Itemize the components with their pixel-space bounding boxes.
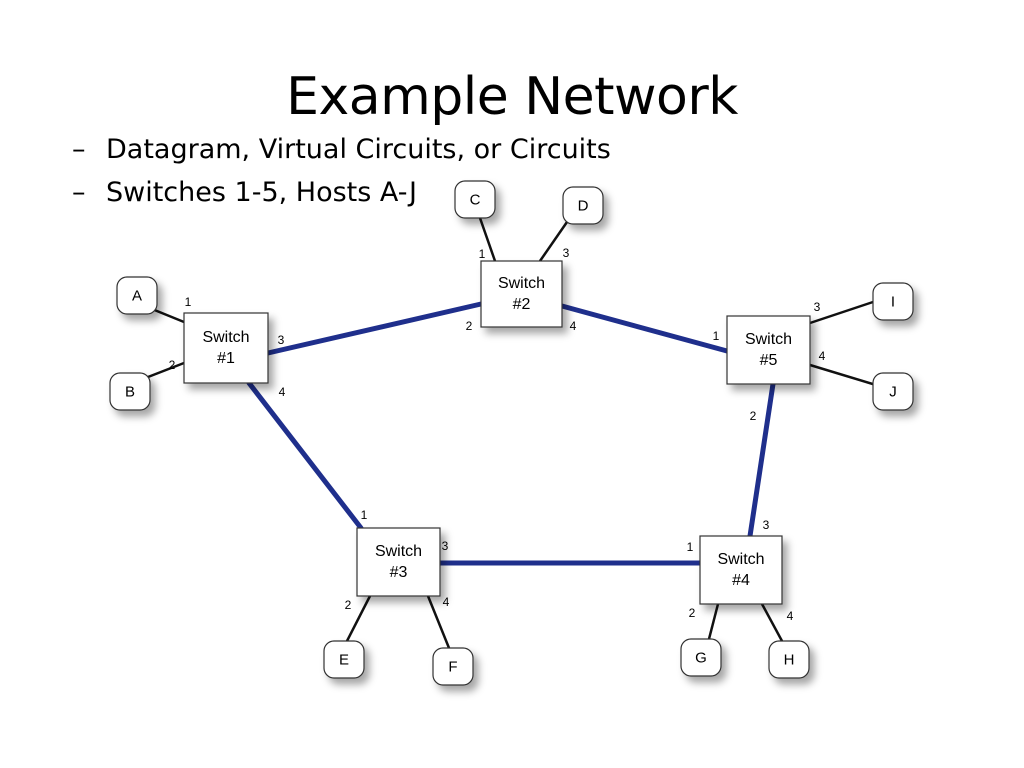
host-link-i bbox=[809, 299, 877, 325]
switch-node-s4: Switch #4 bbox=[699, 535, 783, 605]
host-label: A bbox=[132, 287, 142, 304]
trunk-link-s1-s2 bbox=[265, 301, 484, 356]
port-label-s3-3: 3 bbox=[442, 539, 449, 553]
port-label-s4-1: 1 bbox=[687, 540, 694, 554]
host-box bbox=[116, 276, 158, 315]
host-box bbox=[872, 372, 914, 411]
host-box bbox=[872, 282, 914, 321]
host-box bbox=[768, 640, 810, 679]
port-label-s5-2: 2 bbox=[750, 409, 757, 423]
host-box bbox=[562, 186, 604, 225]
host-link-f bbox=[426, 595, 451, 649]
host-label: H bbox=[784, 651, 795, 668]
host-link-d bbox=[538, 221, 569, 262]
host-node-e: E bbox=[323, 640, 365, 679]
switch-box bbox=[726, 315, 811, 385]
switch-node-s5: Switch #5 bbox=[726, 315, 811, 385]
ports-layer: 3 2 4 1 4 1 3 1 2 3 1 2 1 3 2 4 2 4 3 4 bbox=[169, 246, 826, 623]
port-label-s4-2: 2 bbox=[689, 606, 696, 620]
switch-node-s2: Switch #2 bbox=[480, 260, 563, 328]
bullet-dash: – bbox=[72, 134, 86, 165]
host-link-b bbox=[147, 361, 185, 379]
host-label: F bbox=[448, 658, 457, 675]
switch-label: Switch bbox=[498, 275, 545, 292]
switch-box bbox=[480, 260, 563, 328]
switch-box bbox=[183, 312, 269, 384]
host-box bbox=[432, 647, 474, 686]
switch-label: #5 bbox=[760, 352, 778, 369]
host-link-h bbox=[760, 603, 784, 642]
host-node-i: I bbox=[872, 282, 914, 321]
port-label-s3-4: 4 bbox=[443, 595, 450, 609]
slide-title: Example Network bbox=[286, 67, 738, 127]
switch-box bbox=[699, 535, 783, 605]
host-node-j: J bbox=[872, 372, 914, 411]
host-box bbox=[109, 372, 151, 411]
port-label-s1-2: 2 bbox=[169, 358, 176, 372]
port-label-s3-2: 2 bbox=[345, 598, 352, 612]
host-box bbox=[680, 638, 722, 677]
host-node-b: B bbox=[109, 372, 151, 411]
port-label-s2-4: 4 bbox=[570, 319, 577, 333]
switch-label: Switch bbox=[375, 543, 422, 560]
host-label: C bbox=[470, 191, 481, 208]
switch-label: Switch bbox=[202, 329, 249, 346]
host-link-a bbox=[151, 307, 185, 324]
port-label-s1-3: 3 bbox=[278, 333, 285, 347]
port-label-s4-4: 4 bbox=[787, 609, 794, 623]
bullet-text: Switches 1-5, Hosts A-J bbox=[106, 177, 418, 208]
host-label: G bbox=[695, 649, 707, 666]
trunk-link-s2-s5 bbox=[559, 303, 730, 354]
port-label-s5-3: 3 bbox=[814, 300, 821, 314]
bullet-item: –Switches 1-5, Hosts A-J bbox=[72, 176, 417, 210]
switch-label: #4 bbox=[732, 572, 750, 589]
port-label-s2-2: 2 bbox=[466, 319, 473, 333]
nodes-layer: Switch#1Switch#2Switch#3Switch#4Switch#5… bbox=[109, 180, 914, 686]
port-label-s1-4: 4 bbox=[279, 385, 286, 399]
port-label-s2-1: 1 bbox=[479, 247, 486, 261]
host-link-j bbox=[809, 363, 877, 387]
port-label-s5-4: 4 bbox=[819, 349, 826, 363]
host-label: D bbox=[578, 197, 589, 214]
switch-label: #2 bbox=[513, 296, 531, 313]
host-node-g: G bbox=[680, 638, 722, 677]
host-node-f: F bbox=[432, 647, 474, 686]
trunk-link-s5-s4 bbox=[747, 381, 776, 539]
switch-node-s3: Switch #3 bbox=[356, 527, 441, 597]
host-link-g bbox=[707, 603, 720, 640]
host-link-e bbox=[345, 595, 372, 642]
host-node-h: H bbox=[768, 640, 810, 679]
host-box bbox=[454, 180, 496, 219]
host-link-c bbox=[478, 217, 497, 262]
links-layer bbox=[147, 217, 877, 649]
port-label-s4-3: 3 bbox=[763, 518, 770, 532]
switch-label: Switch bbox=[717, 551, 764, 568]
bullet-item: –Datagram, Virtual Circuits, or Circuits bbox=[72, 133, 611, 167]
switch-label: #1 bbox=[217, 350, 235, 367]
switch-box bbox=[356, 527, 441, 597]
host-node-a: A bbox=[116, 276, 158, 315]
switch-label: Switch bbox=[745, 331, 792, 348]
bullet-dash: – bbox=[72, 177, 86, 208]
host-node-d: D bbox=[562, 186, 604, 225]
switch-label: #3 bbox=[390, 564, 408, 581]
host-label: I bbox=[891, 293, 895, 310]
bullet-text: Datagram, Virtual Circuits, or Circuits bbox=[106, 134, 611, 165]
port-label-s3-1: 1 bbox=[361, 508, 368, 522]
port-label-s1-1: 1 bbox=[185, 295, 192, 309]
host-label: B bbox=[125, 383, 135, 400]
port-label-s2-3: 3 bbox=[563, 246, 570, 260]
port-label-s5-1: 1 bbox=[713, 329, 720, 343]
trunk-link-s1-s3 bbox=[246, 380, 364, 531]
switch-node-s1: Switch #1 bbox=[183, 312, 269, 384]
host-label: J bbox=[889, 383, 897, 400]
host-box bbox=[323, 640, 365, 679]
host-node-c: C bbox=[454, 180, 496, 219]
host-label: E bbox=[339, 651, 349, 668]
